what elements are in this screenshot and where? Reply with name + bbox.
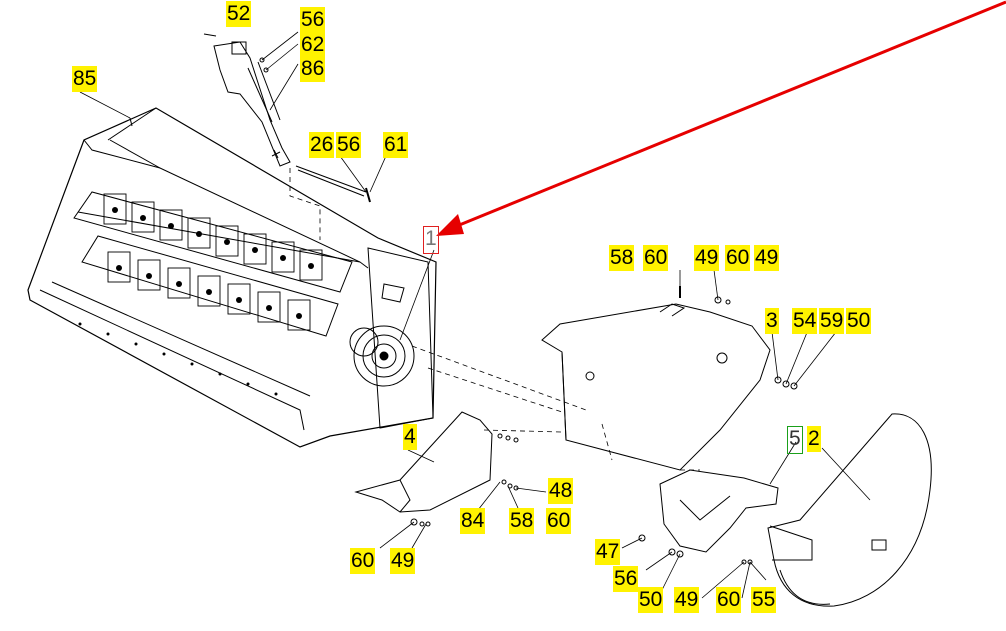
cover-part-4 [354,411,519,527]
callout-54: 54 [792,308,818,334]
callout-5: 5 [787,426,803,454]
cover-part-3 [541,286,798,471]
callout-26: 26 [309,132,335,158]
callout-50-bottom: 50 [638,587,664,613]
callout-55: 55 [751,587,777,613]
callout-4: 4 [403,424,417,450]
callout-49-top: 49 [694,245,720,271]
callout-52: 52 [226,1,252,27]
callout-1: 1 [423,226,439,254]
callout-50-right: 50 [846,308,872,334]
callout-60-left: 60 [350,548,376,574]
callout-60-mid: 60 [546,508,572,534]
callout-49-top2: 49 [754,245,780,271]
callout-48: 48 [548,478,574,504]
red-pointer-arrow-icon [436,0,1006,236]
callout-56-rod: 56 [336,132,362,158]
cover-part-2 [767,413,932,607]
callout-2: 2 [807,426,821,452]
callout-56-top: 56 [300,7,326,33]
callout-49-left: 49 [390,548,416,574]
callout-60-top: 60 [643,245,669,271]
callout-60-bottom: 60 [716,587,742,613]
assembly-lines [289,168,700,471]
callout-60-top2: 60 [725,245,751,271]
bracket-part-5 [638,469,779,565]
top-stand-part [129,33,371,203]
callout-59: 59 [819,308,845,334]
callout-84: 84 [460,508,486,534]
rotor-housing [27,107,437,448]
callout-61: 61 [383,132,409,158]
callout-49-bottom: 49 [674,587,700,613]
callout-62: 62 [300,32,326,58]
callout-58-mid: 58 [509,508,535,534]
leader-lines [79,31,871,599]
callout-3: 3 [765,308,779,334]
callout-47: 47 [595,539,621,565]
callout-58-top: 58 [609,245,635,271]
callout-86: 86 [300,56,326,82]
callout-85: 85 [72,66,98,92]
callout-56-bottom: 56 [613,566,639,592]
